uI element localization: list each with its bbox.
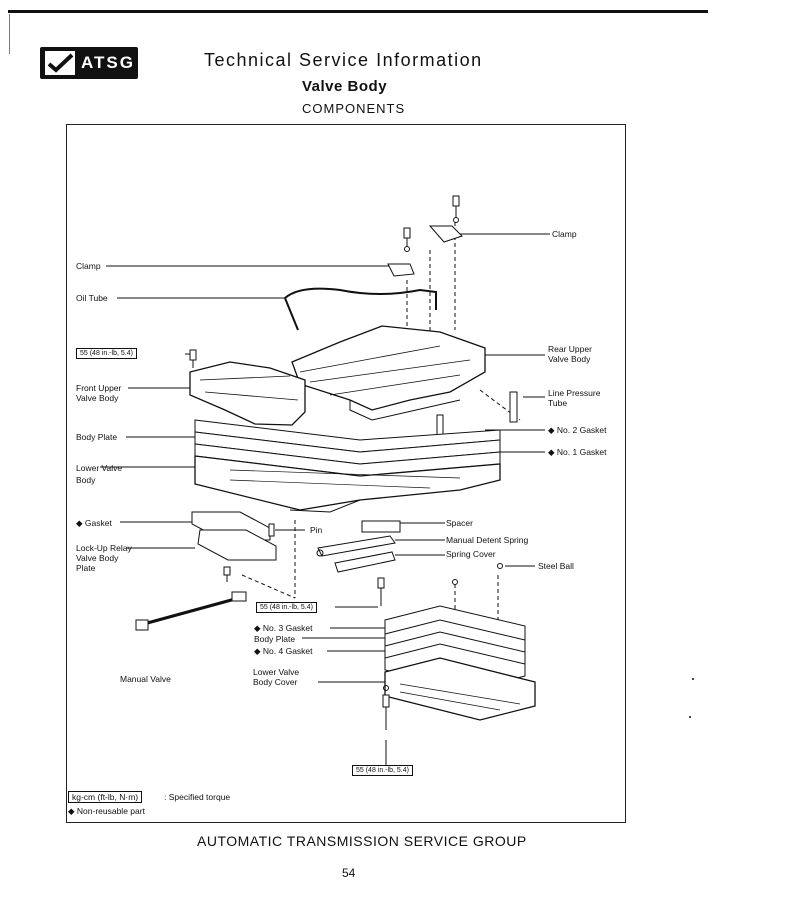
- label-lower-valve-2: Body: [76, 475, 96, 485]
- label-steel-ball: Steel Ball: [538, 561, 574, 571]
- page-number: 54: [342, 866, 356, 880]
- label-no2-gasket: ◆ No. 2 Gasket: [548, 425, 607, 435]
- label-manual-valve: Manual Valve: [120, 674, 171, 684]
- label-rear-upper-1: Rear Upper: [548, 344, 592, 354]
- torque-spec-middle: 55 (48 in.-lb, 5.4): [256, 602, 317, 613]
- label-lower-cover-2: Body Cover: [253, 677, 298, 687]
- label-body-plate: Body Plate: [76, 432, 118, 442]
- page-subtitle: Valve Body: [302, 78, 388, 95]
- label-no3-gasket: ◆ No. 3 Gasket: [254, 623, 313, 633]
- label-manual-detent-spring: Manual Detent Spring: [446, 535, 529, 545]
- label-no4-gasket: ◆ No. 4 Gasket: [254, 646, 313, 656]
- label-clamp-left: Clamp: [76, 261, 101, 271]
- label-lower-cover-1: Lower Valve: [253, 667, 300, 677]
- diagram-frame: [66, 124, 626, 823]
- label-lockup-2: Valve Body: [76, 553, 119, 563]
- label-oil-tube: Oil Tube: [76, 293, 108, 303]
- legend-torque-unit: kg-cm (ft-lb, N·m): [68, 791, 143, 803]
- label-spacer: Spacer: [446, 518, 473, 528]
- label-front-upper-2: Valve Body: [76, 393, 119, 403]
- speck: [692, 678, 694, 680]
- label-spring-cover: Spring Cover: [446, 549, 496, 559]
- label-rear-upper-2: Valve Body: [548, 354, 591, 364]
- section-heading: COMPONENTS: [302, 101, 406, 116]
- label-pin: Pin: [310, 525, 323, 535]
- page-title: Technical Service Information: [204, 50, 483, 70]
- label-lower-valve-1: Lower Valve: [76, 463, 123, 473]
- label-no1-gasket: ◆ No. 1 Gasket: [548, 447, 607, 457]
- legend-non-reusable: ◆ Non-reusable part: [68, 806, 145, 816]
- left-margin-rule: [9, 14, 10, 54]
- label-line-pressure-2: Tube: [548, 398, 568, 408]
- torque-spec-bottom: 55 (48 in.-lb, 5.4): [352, 765, 413, 776]
- label-line-pressure-1: Line Pressure: [548, 388, 601, 398]
- atsg-logo: ATSG: [40, 47, 138, 79]
- top-rule: [8, 10, 708, 13]
- label-lockup-3: Plate: [76, 563, 96, 573]
- footer-group-name: AUTOMATIC TRANSMISSION SERVICE GROUP: [197, 833, 527, 849]
- label-body-plate-2: Body Plate: [254, 634, 296, 644]
- logo-text: ATSG: [81, 53, 135, 72]
- label-lockup-1: Lock-Up Relay: [76, 543, 132, 553]
- check-mark-icon: [45, 51, 75, 75]
- speck: [689, 716, 691, 718]
- label-gasket: ◆ Gasket: [76, 518, 112, 528]
- torque-spec-front: 55 (48 in.-lb, 5.4): [76, 348, 137, 359]
- label-front-upper-1: Front Upper: [76, 383, 122, 393]
- legend-torque-text: : Specified torque: [164, 792, 231, 802]
- label-clamp-top: Clamp: [552, 229, 577, 239]
